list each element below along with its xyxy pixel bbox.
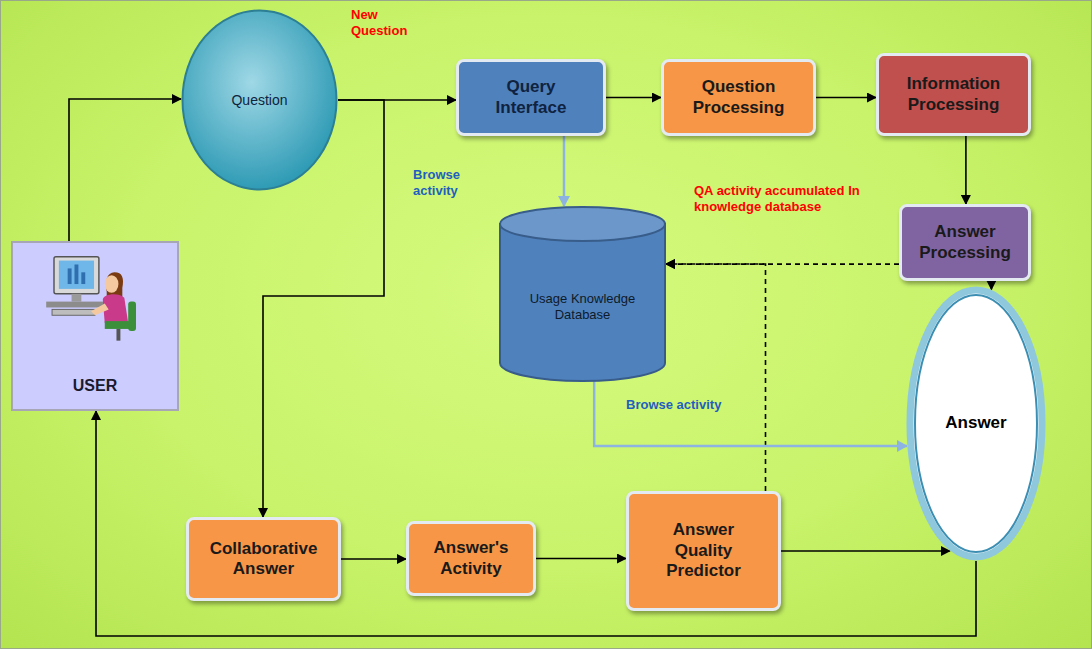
process-box: Query Interface [456,59,606,136]
node-label: Answer [945,413,1006,433]
node-label: Question Processing [684,77,794,118]
node-label: USER [73,376,117,395]
flow-arrow [816,97,876,99]
process-box: Question Processing [661,59,816,136]
node-label: Usage Knowledge Database [520,291,645,322]
process-box: Answer Quality Predictor [626,491,781,611]
process-box: Answer Processing [899,204,1031,281]
node-label: Answer Processing [910,222,1020,263]
user-box: USER [11,241,179,411]
flow-arrow [781,550,950,552]
flow-arrow [606,97,661,99]
node-label: Answer's Activity [421,538,521,579]
flow-arrow [666,264,766,491]
answer-ellipse: Answer [906,286,1046,561]
process-box: Information Processing [876,53,1031,136]
note-label: QA activity accumulated In knowledge dat… [694,183,884,216]
flow-arrow [965,136,967,204]
flow-arrow [96,411,976,636]
flow-arrow [341,558,406,560]
edge-label: Browse activity [413,167,485,200]
database-cylinder: Usage Knowledge Database [499,206,666,381]
browse-connector [594,381,907,446]
node-label: Answer Quality Predictor [659,520,749,581]
edge-label: Browse activity [626,397,721,413]
node-label: Question [231,92,287,109]
edge-label: New Question [351,7,423,40]
flow-arrow [69,99,181,241]
flow-arrow [991,281,993,289]
node-label: Information Processing [894,74,1014,115]
process-box: Answer's Activity [406,521,536,596]
node-label: Query Interface [481,77,581,118]
process-box: Collaborative Answer [186,517,341,601]
flow-arrow [536,558,626,560]
browse-connector [563,136,566,206]
question-ellipse: Question [181,9,338,191]
node-label: Collaborative Answer [204,539,324,580]
